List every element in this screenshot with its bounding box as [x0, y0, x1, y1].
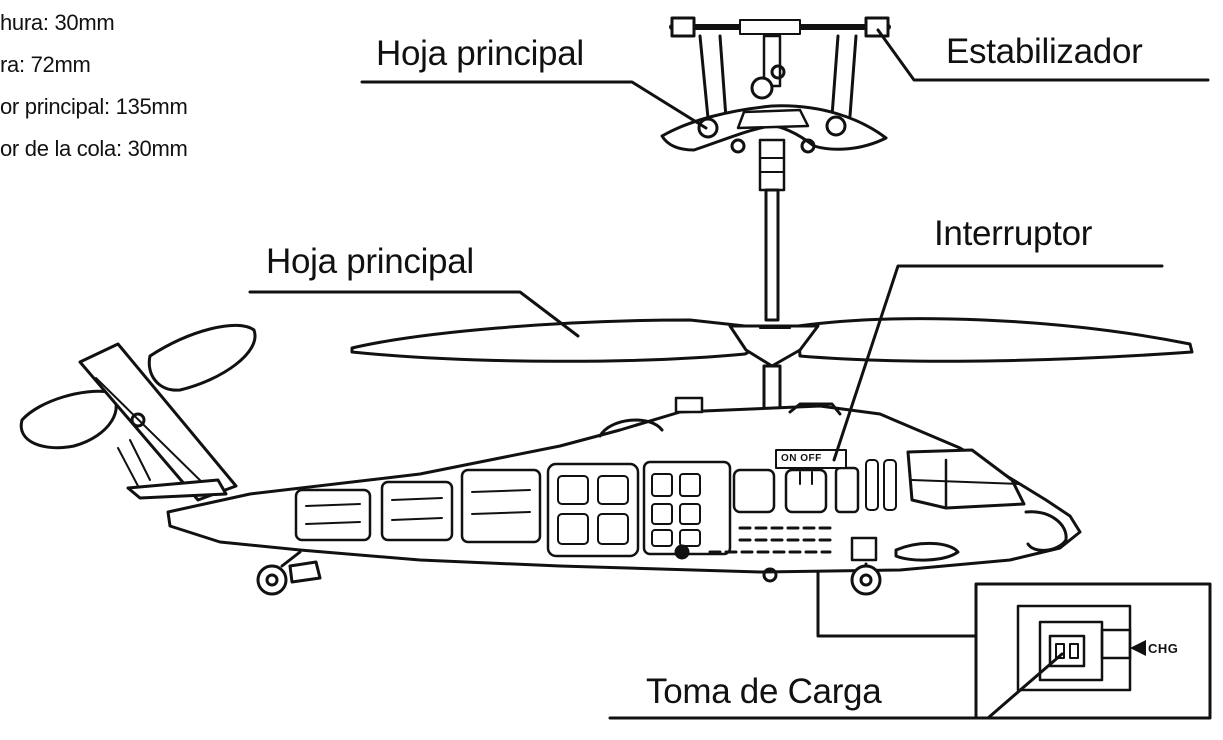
charge-marking: CHG [1148, 641, 1179, 656]
lower-main-rotor [350, 317, 1194, 412]
spec-main-rotor: or principal: 135mm [0, 94, 188, 119]
flybar-assembly [660, 16, 891, 192]
fuselage [78, 342, 1082, 574]
switch-marking: ON OFF [781, 453, 822, 464]
leader-lines [248, 28, 1210, 720]
label-stabilizer: Estabilizador [946, 32, 1143, 71]
main-shaft [764, 188, 780, 322]
label-charge-port: Toma de Carga [646, 672, 882, 711]
label-lower-blade: Hoja principal [266, 242, 474, 281]
spec-width: hura: 30mm [0, 10, 115, 35]
label-upper-blade: Hoja principal [376, 34, 584, 73]
spec-tail-rotor: or de la cola: 30mm [0, 136, 188, 161]
label-switch: Interruptor [934, 214, 1093, 253]
landing-gear [256, 550, 882, 596]
spec-height: ra: 72mm [0, 52, 91, 77]
